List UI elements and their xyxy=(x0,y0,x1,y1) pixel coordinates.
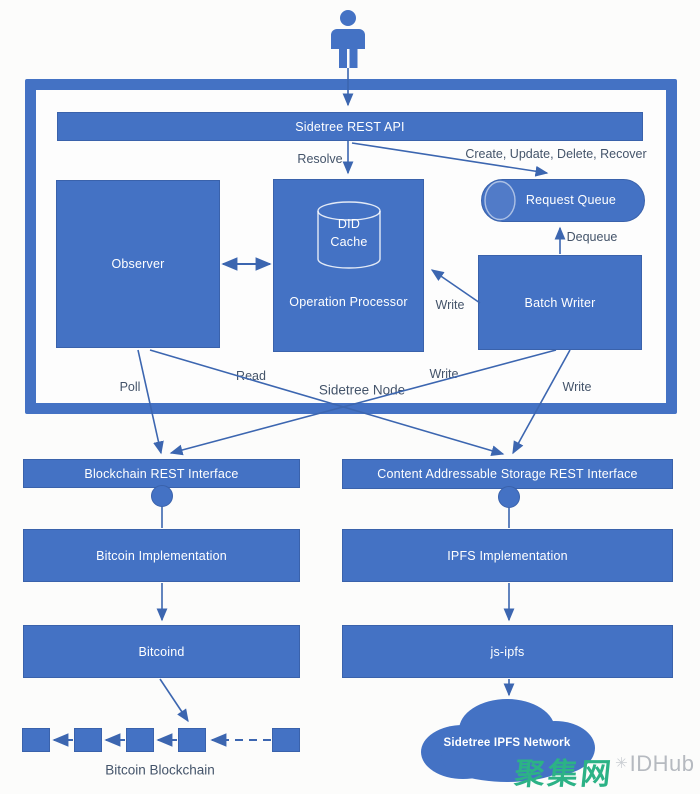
watermark: 聚集网 ✳ IDHub xyxy=(512,749,695,793)
bitcoin-implementation-label: Bitcoin Implementation xyxy=(96,548,227,563)
node-js-ipfs: js-ipfs xyxy=(342,625,673,678)
sidetree-node-caption: Sidetree Node xyxy=(318,382,406,398)
bitcoin-blockchain-caption: Bitcoin Blockchain xyxy=(105,762,215,778)
watermark-en-text: IDHub xyxy=(629,751,695,776)
edge-label-write-to-cas: Write xyxy=(562,380,592,394)
edge-label-dequeue: Dequeue xyxy=(566,230,618,244)
node-ipfs-implementation: IPFS Implementation xyxy=(342,529,673,582)
sparkle-icon: ✳ xyxy=(615,755,628,772)
watermark-cn-text: 聚集网 xyxy=(512,758,616,791)
node-observer: Observer xyxy=(56,180,220,348)
node-operation-processor-label: Operation Processor xyxy=(289,295,408,309)
node-observer-label: Observer xyxy=(111,257,165,271)
node-batch-writer-label: Batch Writer xyxy=(524,295,596,310)
cas-rest-label: Content Addressable Storage REST Interfa… xyxy=(377,467,638,481)
edge-label-read: Read xyxy=(236,369,266,383)
node-did-cache: DID Cache xyxy=(319,215,379,251)
node-bitcoind: Bitcoind xyxy=(23,625,300,678)
user-icon xyxy=(331,10,365,68)
ipfs-implementation-label: IPFS Implementation xyxy=(447,548,568,563)
edge-label-resolve: Resolve xyxy=(297,152,343,166)
blockchain-block-2 xyxy=(74,728,102,752)
edge-bitcoind-to-chain xyxy=(159,678,189,723)
blockchain-block-1 xyxy=(22,728,50,752)
node-blockchain-rest-interface: Blockchain REST Interface xyxy=(23,459,300,488)
node-request-queue-label: Request Queue xyxy=(525,193,617,207)
did-cache-line1: DID xyxy=(337,217,361,231)
js-ipfs-label: js-ipfs xyxy=(490,644,525,659)
blockchain-block-5 xyxy=(272,728,300,752)
blockchain-rest-label: Blockchain REST Interface xyxy=(84,466,239,481)
blockchain-block-4 xyxy=(178,728,206,752)
node-batch-writer: Batch Writer xyxy=(478,255,642,350)
edge-label-write-to-blockchain: Write xyxy=(429,367,459,381)
edge-label-write-batch-to-processor: Write xyxy=(435,298,465,312)
node-operation-processor: Operation Processor xyxy=(273,179,424,352)
node-sidetree-rest-api: Sidetree REST API xyxy=(57,112,643,141)
blockchain-block-3 xyxy=(126,728,154,752)
cas-connector-circle xyxy=(498,486,520,508)
blockchain-connector-circle xyxy=(151,485,173,507)
node-cas-rest-interface: Content Addressable Storage REST Interfa… xyxy=(342,459,673,489)
edge-label-poll: Poll xyxy=(119,380,141,394)
ipfs-network-label: Sidetree IPFS Network xyxy=(443,737,571,749)
bitcoind-label: Bitcoind xyxy=(138,644,185,659)
edge-label-create-update-delete-recover: Create, Update, Delete, Recover xyxy=(465,147,647,161)
did-cache-line2: Cache xyxy=(330,235,368,249)
node-bitcoin-implementation: Bitcoin Implementation xyxy=(23,529,300,582)
node-sidetree-rest-api-label: Sidetree REST API xyxy=(295,119,405,134)
